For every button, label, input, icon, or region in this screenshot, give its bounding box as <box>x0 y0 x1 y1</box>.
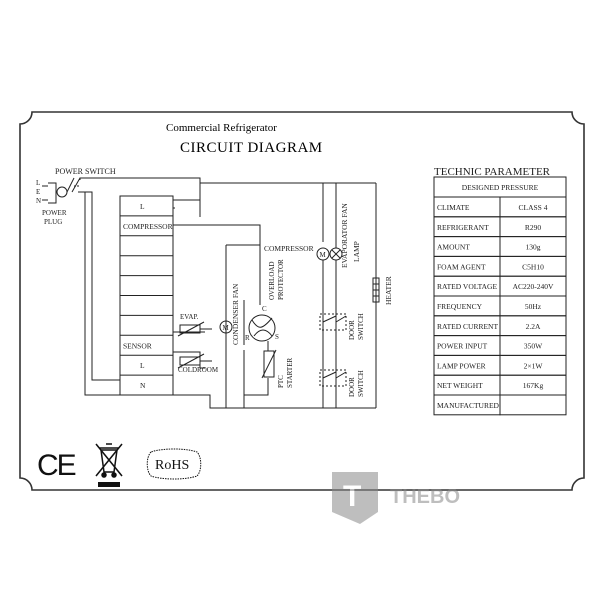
parameter-value: 350W <box>524 342 543 351</box>
parameter-value: R290 <box>525 223 542 232</box>
door-switch-1-symbol <box>319 313 347 331</box>
parameter-value: 167Kg <box>523 381 544 390</box>
parameter-label: CLIMATE <box>437 203 470 212</box>
ce-mark: CE <box>37 449 76 482</box>
parameter-value: 130g <box>526 243 541 252</box>
power-switch-label: POWER SWITCH <box>55 167 116 176</box>
parameter-label: AMOUNT <box>437 243 470 252</box>
parameter-header: DESIGNED PRESSURE <box>462 183 539 192</box>
watermark-logo <box>332 472 378 524</box>
parameter-label: RATED CURRENT <box>437 322 498 331</box>
parameter-label: LAMP POWER <box>437 361 486 370</box>
evaporator-section: M EVAPORATOR FAN LAMP HEATER DOORSWITCH <box>316 183 393 408</box>
weee-bin-icon <box>95 443 123 478</box>
subtitle: Commercial Refrigerator <box>166 122 277 134</box>
parameter-value: AC220-240V <box>513 282 554 291</box>
controller-row-label: SENSOR <box>123 341 152 350</box>
certification-marks: CE RoHS <box>37 443 202 487</box>
parameter-label: POWER INPUT <box>437 342 488 351</box>
parameter-title: TECHNIC PARAMETER <box>434 166 551 178</box>
parameter-label: RATED VOLTAGE <box>437 282 497 291</box>
label-border <box>19 111 585 491</box>
page-title: CIRCUIT DIAGRAM <box>180 140 323 156</box>
evaporator-fan-motor-icon <box>316 247 330 261</box>
condenser-fan-label: CONDENSER FAN <box>231 283 240 345</box>
rohs-mark: RoHS <box>146 448 202 480</box>
evaporator-fan-label: EVAPORATOR FAN <box>340 203 349 268</box>
line-n-label: N <box>36 197 41 205</box>
overload-protector-label: OVERLOADPROTECTOR <box>268 259 285 300</box>
controller-row-label: N <box>140 381 146 390</box>
condenser-fan-motor-icon <box>219 320 233 334</box>
terminal-c-label: C <box>262 305 267 313</box>
parameter-label: NET WEIGHT <box>437 381 483 390</box>
heater-label: HEATER <box>384 276 393 305</box>
compressor-motor-icon <box>248 314 276 342</box>
door-switch-1-label: DOORSWITCH <box>348 313 365 340</box>
weee-bar <box>98 482 120 487</box>
terminal-r-label: R <box>245 334 250 342</box>
ptc-starter-symbol <box>263 350 275 378</box>
compressor-section: COMPRESSOR M CONDENSER FAN C S R OVERLOA… <box>219 244 314 396</box>
evaporator-fan-motor-letter: M <box>320 251 327 259</box>
watermark-logo-letter: T <box>343 480 361 513</box>
terminal-s-label: S <box>275 333 279 341</box>
parameter-label: FOAM AGENT <box>437 262 486 271</box>
parameter-value: 50Hz <box>525 302 542 311</box>
parameter-value: C5H10 <box>522 262 544 271</box>
watermark: T THEBO <box>332 472 460 524</box>
door-switch-2-symbol <box>319 369 347 387</box>
parameter-table: TECHNIC PARAMETER DESIGNED PRESSURE CLIMAT… <box>433 166 567 416</box>
parameter-value: CLASS 4 <box>519 203 548 212</box>
coldroom-sensor-label: COLDROOM <box>178 366 219 374</box>
controller-row-label: L <box>140 202 145 211</box>
compressor-motor-label: COMPRESSOR <box>264 244 314 253</box>
lamp-label: LAMP <box>352 241 361 262</box>
watermark-text: THEBO <box>390 486 460 508</box>
parameter-value: 2×1W <box>524 361 544 370</box>
controller-row-label: COMPRESSOR <box>123 222 173 231</box>
parameter-label: MANUFACTURED <box>437 401 500 410</box>
rohs-text: RoHS <box>155 458 189 473</box>
sensors: EVAP. COLDROOM <box>177 313 219 374</box>
condenser-fan-motor-letter: M <box>223 324 230 332</box>
line-l-label: L <box>36 179 40 187</box>
parameter-label: FREQUENCY <box>437 302 483 311</box>
line-e-label: E <box>36 188 40 196</box>
controller-row-label: L <box>140 361 145 370</box>
controller-block: L COMPRESSOR SENSOR L N <box>119 195 175 396</box>
evap-sensor-label: EVAP. <box>180 313 199 321</box>
door-switch-2-label: DOORSWITCH <box>348 370 365 397</box>
parameter-value-cell <box>499 394 567 416</box>
parameter-value: 2.2A <box>526 322 541 331</box>
ptc-starter-label: PTCSTARTER <box>277 358 294 388</box>
parameter-label: REFRIGERANT <box>437 223 489 232</box>
